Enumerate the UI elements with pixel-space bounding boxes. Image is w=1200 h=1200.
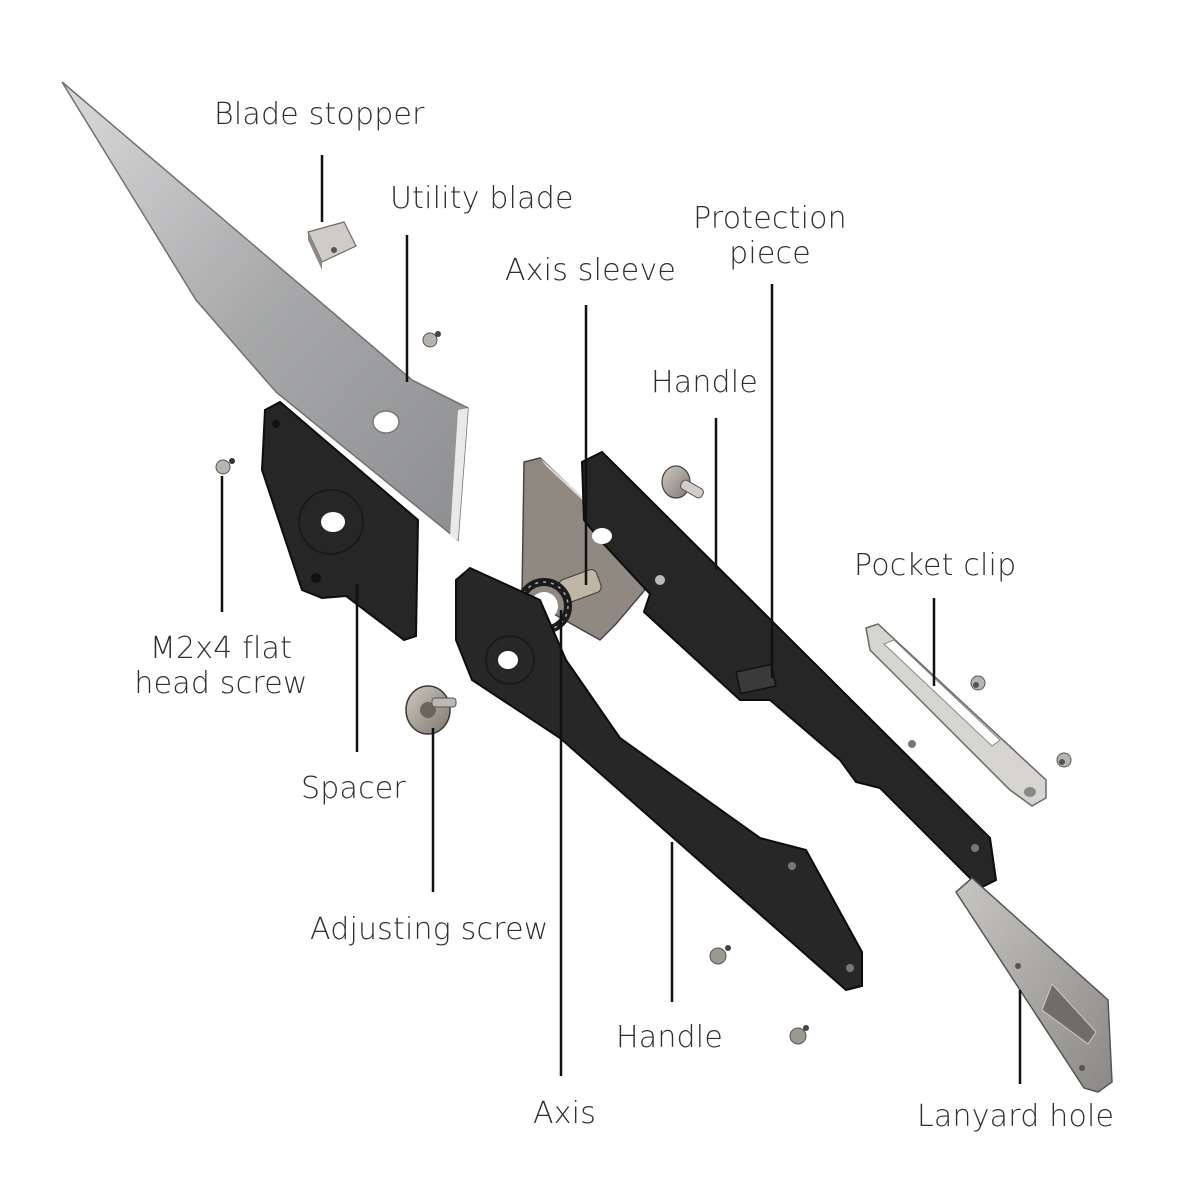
label-blade-stopper: Blade stopper [214,97,425,132]
leader-lines [220,155,1022,1084]
lanyard-piece-part [955,876,1113,1093]
label-m2x4-line1: M2x4 flat [149,631,293,666]
label-axis: Axis [533,1096,597,1131]
lower-screw-2 [789,1025,809,1045]
utility-blade-part [61,81,469,542]
label-pocket-clip: Pocket clip [854,548,1017,583]
spacer-part [260,400,420,642]
clip-screw-2 [1056,752,1072,768]
label-lanyard-hole: Lanyard hole [917,1099,1115,1134]
pocket-clip-part [865,623,1047,807]
upper-handle-part [580,450,998,890]
handle-screw-part [661,465,704,499]
small-screw-1 [422,331,441,348]
label-m2x4-line2: head screw [134,666,308,701]
clip-screw-1 [970,675,986,691]
m2x4-screw-part [215,458,235,475]
label-adjusting-screw: Adjusting screw [310,912,549,947]
label-protection-piece-line2: piece [729,236,811,271]
label-handle-upper: Handle [651,365,758,400]
lower-screw-1 [709,945,731,965]
label-handle-lower: Handle [616,1020,723,1055]
label-protection-piece-line1: Protection [693,201,847,236]
label-spacer: Spacer [301,771,406,806]
label-axis-sleeve: Axis sleeve [505,253,677,288]
lower-handle-part [455,566,863,992]
label-utility-blade: Utility blade [390,181,574,216]
blade-stopper-part [307,221,357,270]
adjusting-screw-part [405,685,457,735]
